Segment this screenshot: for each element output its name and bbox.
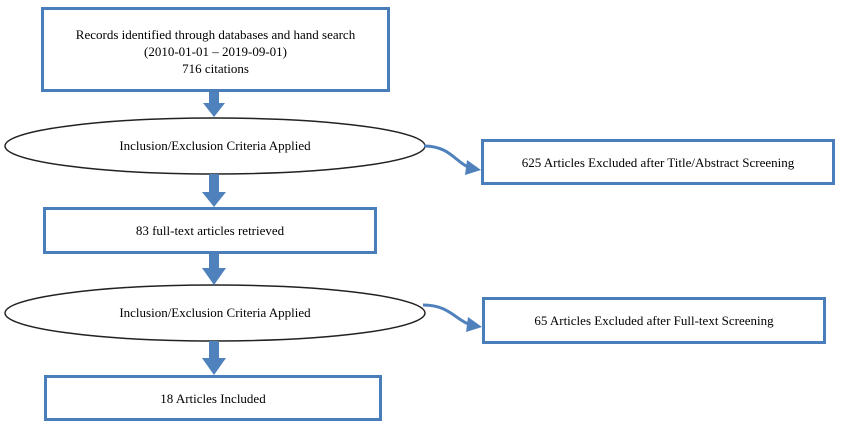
arrow-down-1 xyxy=(203,92,225,117)
criteria-label-2: Inclusion/Exclusion Criteria Applied xyxy=(119,305,311,320)
fulltext-retrieved-box: 83 full-text articles retrieved xyxy=(43,207,377,254)
criteria-label-1: Inclusion/Exclusion Criteria Applied xyxy=(119,138,311,153)
excluded-fulltext-box: 65 Articles Excluded after Full-text Scr… xyxy=(482,297,826,344)
arrow-down-4 xyxy=(202,341,226,375)
records-line-3: 716 citations xyxy=(182,61,249,76)
arrow-side-2 xyxy=(422,303,482,332)
records-identified-box: Records identified through databases and… xyxy=(41,7,390,92)
arrow-down-2 xyxy=(202,174,226,207)
arrow-down-3 xyxy=(202,254,226,285)
excluded-title-abstract-box: 625 Articles Excluded after Title/Abstra… xyxy=(481,139,835,185)
arrow-side-1 xyxy=(423,144,481,175)
articles-included-box: 18 Articles Included xyxy=(44,375,382,421)
records-line-2: (2010-01-01 – 2019-09-01) xyxy=(144,44,287,59)
records-line-1: Records identified through databases and… xyxy=(75,27,356,42)
